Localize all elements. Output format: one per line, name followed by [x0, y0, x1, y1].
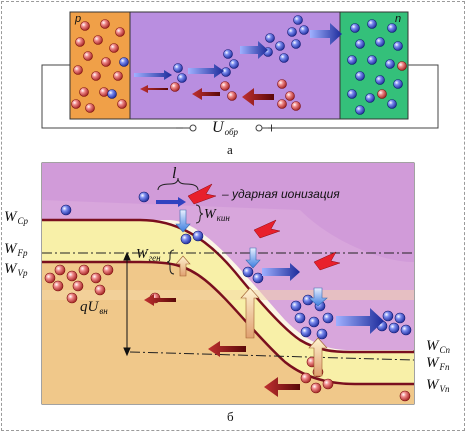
generation-energy-label: Wген — [136, 247, 161, 263]
wf-p-sub: Fр — [17, 248, 28, 258]
wire-left — [41, 64, 190, 129]
barrier-label: qUвн — [80, 299, 108, 316]
valence-stripe — [42, 290, 414, 300]
kinetic-energy-arrows — [175, 209, 328, 307]
kinetic-energy-label: Wкин — [204, 207, 230, 223]
valence-band-edge — [42, 260, 414, 386]
wv-n-sub: Vn — [439, 384, 450, 394]
arrow-left-3 — [242, 88, 274, 106]
arrow-right-1 — [134, 70, 172, 80]
free-path-arrow — [156, 177, 199, 207]
wv-n-sym: W — [426, 377, 439, 393]
wc-p-label: WСр — [4, 209, 29, 226]
wf-n-label: WFn — [426, 355, 450, 372]
terminal-signs — [176, 124, 275, 132]
impact-ionization-label: – ударная ионизация — [222, 187, 340, 201]
arrow-left-2 — [192, 88, 220, 100]
wv-p-sym: W — [4, 261, 17, 277]
caption-a: а — [227, 142, 233, 157]
generation-sym: W — [136, 247, 148, 262]
wf-p-label: WFр — [4, 241, 28, 258]
conduction-band-edge — [42, 218, 414, 354]
hole-arrows-b — [144, 294, 300, 397]
free-path-label: l — [172, 165, 177, 182]
electrons-n — [347, 19, 403, 115]
wc-p-sub: Ср — [17, 216, 29, 226]
generation-arrows — [175, 255, 328, 377]
wc-n-sub: Сn — [439, 345, 451, 355]
kinetic-sub: кин — [216, 213, 230, 223]
wv-n-label: WVn — [426, 377, 450, 394]
voltage-subscript: обр — [224, 127, 238, 137]
electron-cascade — [173, 15, 309, 83]
electrons-conduction — [60, 191, 412, 340]
generation-brace — [166, 204, 204, 275]
wc-n-label: WСn — [426, 338, 451, 355]
wf-n-sym: W — [426, 355, 439, 371]
electron-arrows-b — [262, 263, 384, 334]
hole-drift-arrows — [140, 85, 274, 106]
conduction-band-light — [42, 163, 414, 262]
kinetic-sym: W — [204, 207, 216, 222]
wv-p-label: WVр — [4, 261, 28, 278]
terminal-plus — [255, 124, 263, 132]
arrow-right-2 — [188, 64, 224, 78]
wire-right — [262, 64, 439, 129]
terminal-minus — [189, 124, 197, 132]
wf-n-sub: Fn — [439, 362, 450, 372]
arrow-right-4 — [310, 23, 342, 45]
voltage-symbol: U — [212, 119, 224, 136]
arrow-right-3 — [240, 41, 268, 59]
external-circuit — [41, 64, 439, 132]
electrons-p — [107, 57, 129, 99]
voltage-label: Uобр — [212, 119, 238, 137]
barrier-arrow — [123, 251, 131, 357]
band-diagram — [41, 162, 415, 405]
wv-p-sub: Vр — [17, 268, 28, 278]
hole-cascade — [170, 79, 301, 111]
impact-ionization-flash — [187, 183, 341, 271]
holes-n — [377, 61, 407, 99]
wf-p-sym: W — [4, 241, 17, 257]
wc-p-sym: W — [4, 209, 17, 225]
barrier-sub: вн — [99, 306, 108, 316]
holes-p — [71, 19, 127, 113]
fermi-level-n — [129, 351, 415, 361]
barrier-sym: qU — [80, 299, 99, 315]
wc-n-sym: W — [426, 338, 439, 354]
electron-drift-arrows — [134, 23, 342, 80]
p-region-label: p — [75, 13, 82, 25]
generation-sub: ген — [148, 253, 161, 263]
caption-b: б — [227, 409, 234, 424]
n-region-label: n — [395, 13, 402, 25]
arrow-left-1 — [140, 85, 168, 93]
